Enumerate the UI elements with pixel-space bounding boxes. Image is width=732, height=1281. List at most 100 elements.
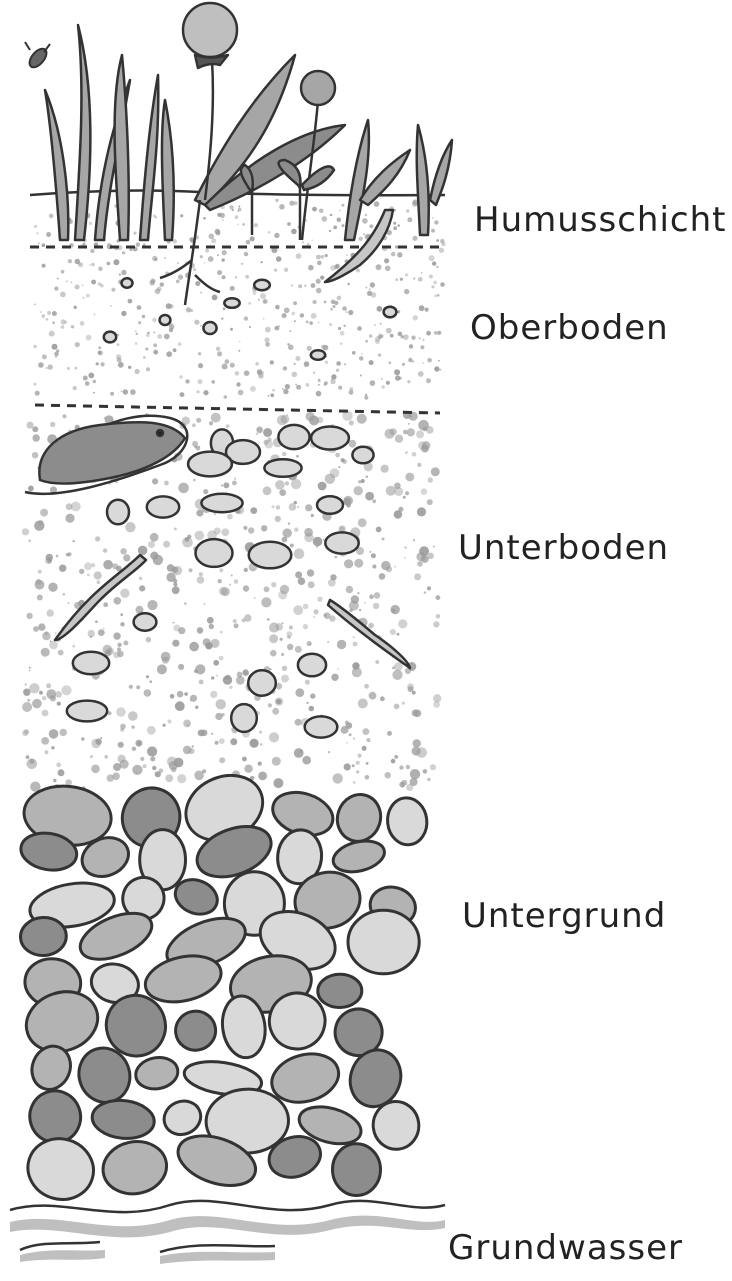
soil-speckle xyxy=(283,528,292,537)
soil-speckle xyxy=(385,772,391,778)
soil-speckle xyxy=(403,496,406,499)
soil-speckle xyxy=(93,380,96,383)
soil-speckle xyxy=(197,627,204,634)
soil-speckle xyxy=(207,617,214,624)
soil-speckle xyxy=(356,761,360,765)
soil-speckle xyxy=(358,518,367,527)
soil-speckle xyxy=(281,675,289,683)
soil-speckle xyxy=(37,232,39,234)
soil-speckle xyxy=(389,361,392,364)
soil-speckle xyxy=(160,282,164,286)
soil-speckle xyxy=(83,297,85,299)
soil-speckle xyxy=(400,278,403,281)
soil-speckle xyxy=(295,571,302,578)
soil-speckle xyxy=(60,292,66,298)
soil-speckle xyxy=(413,277,415,279)
grass-blade xyxy=(45,90,68,240)
soil-speckle xyxy=(211,413,221,423)
soil-speckle xyxy=(291,479,301,489)
soil-speckle xyxy=(196,390,199,393)
soil-speckle xyxy=(139,585,145,591)
soil-speckle xyxy=(410,778,418,786)
soil-speckle xyxy=(233,619,237,623)
pebble xyxy=(384,307,397,318)
soil-speckle xyxy=(390,334,394,338)
soil-speckle xyxy=(291,284,293,286)
soil-speckle xyxy=(433,281,437,285)
soil-speckle xyxy=(86,294,90,298)
soil-speckle xyxy=(153,555,163,565)
soil-speckle xyxy=(234,579,239,584)
soil-speckle xyxy=(359,356,364,361)
soil-speckle xyxy=(74,306,77,309)
soil-speckle xyxy=(129,685,133,689)
soil-speckle xyxy=(245,275,249,279)
soil-speckle xyxy=(166,303,172,309)
soil-speckle xyxy=(331,674,338,681)
soil-speckle xyxy=(329,230,331,232)
untergrund-stones xyxy=(18,764,429,1208)
soil-speckle xyxy=(243,669,249,675)
pebble xyxy=(147,496,179,517)
soil-speckle xyxy=(216,699,226,709)
soil-speckle xyxy=(300,313,304,317)
soil-speckle xyxy=(38,242,40,244)
soil-speckle xyxy=(403,430,408,435)
water-wave xyxy=(20,1242,100,1250)
soil-speckle xyxy=(381,561,390,570)
soil-speckle xyxy=(167,719,171,723)
soil-speckle xyxy=(139,577,143,581)
soil-speckle xyxy=(229,584,231,586)
soil-speckle xyxy=(32,452,38,458)
soil-speckle xyxy=(337,640,346,649)
soil-speckle xyxy=(33,345,36,348)
soil-speckle xyxy=(25,684,27,686)
soil-speckle xyxy=(358,699,368,709)
soil-speckle xyxy=(32,426,38,432)
soil-speckle xyxy=(322,216,328,222)
soil-speckle xyxy=(413,539,415,541)
pebble xyxy=(248,670,276,695)
soil-speckle xyxy=(382,538,385,541)
soil-speckle xyxy=(234,478,236,480)
soil-speckle xyxy=(357,326,362,331)
soil-speckle xyxy=(133,232,136,235)
soil-speckle xyxy=(146,675,149,678)
soil-speckle xyxy=(113,259,119,265)
stone xyxy=(90,1097,156,1141)
soil-speckle xyxy=(329,323,332,326)
soil-speckle xyxy=(298,577,306,585)
soil-speckle xyxy=(285,384,290,389)
soil-speckle xyxy=(369,224,373,228)
soil-speckle xyxy=(118,362,124,368)
soil-speckle xyxy=(169,328,173,332)
soil-speckle xyxy=(242,757,247,762)
soil-speckle xyxy=(404,557,406,559)
soil-speckle xyxy=(215,741,219,745)
soil-speckle xyxy=(75,342,80,347)
pebble xyxy=(311,350,325,360)
pebble xyxy=(104,332,116,343)
soil-speckle xyxy=(371,292,376,297)
soil-speckle xyxy=(395,435,403,443)
soil-speckle xyxy=(309,706,315,712)
soil-speckle xyxy=(111,288,115,292)
soil-speckle xyxy=(363,233,365,235)
soil-speckle xyxy=(125,522,135,532)
soil-speckle xyxy=(287,414,289,416)
soil-speckle xyxy=(294,363,296,365)
soil-speckle xyxy=(33,434,40,441)
soil-speckle xyxy=(317,597,322,602)
soil-speckle xyxy=(94,571,102,579)
soil-speckle xyxy=(254,223,258,227)
soil-speckle xyxy=(395,278,398,281)
soil-speckle xyxy=(429,255,435,261)
soil-speckle xyxy=(61,325,65,329)
soil-speckle xyxy=(55,632,57,634)
soil-speckle xyxy=(82,284,84,286)
soil-speckle xyxy=(89,264,91,266)
soil-speckle xyxy=(416,552,425,561)
soil-speckle xyxy=(197,576,205,584)
soil-speckle xyxy=(221,259,225,263)
